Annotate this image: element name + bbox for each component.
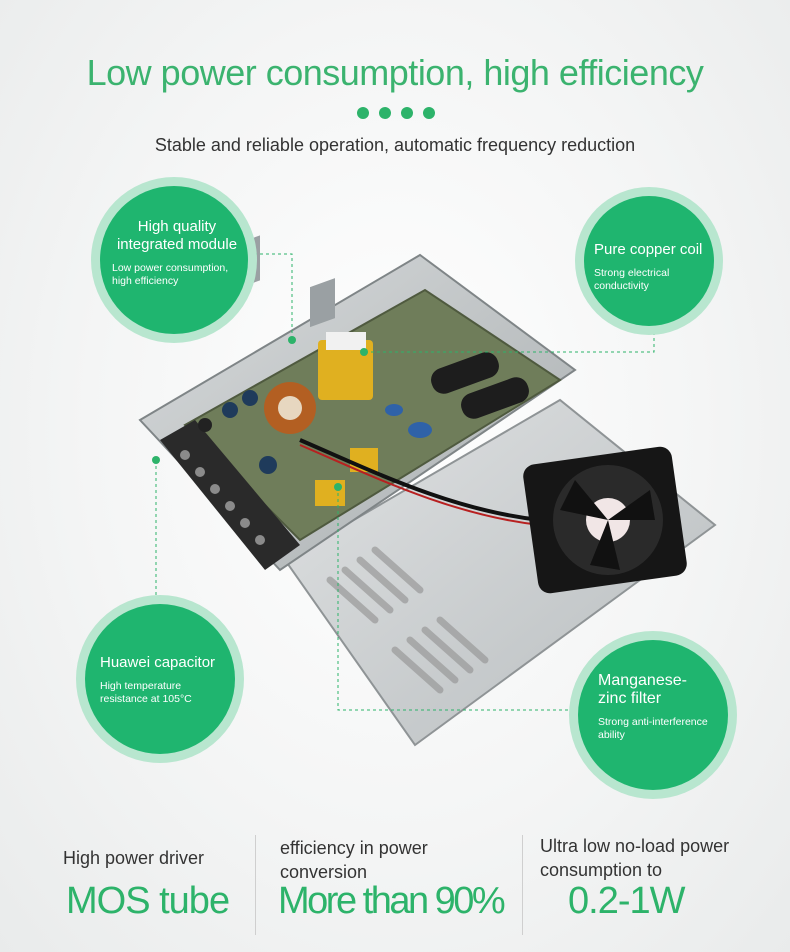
feature-bubble-capacitor: Huawei capacitor High temperature resist… <box>85 604 235 754</box>
stat-label-driver: High power driver <box>63 848 205 868</box>
feature-bubble-filter: Manganese-zinc filter Strong anti-interf… <box>578 640 728 790</box>
dot <box>401 107 413 119</box>
divider <box>522 835 523 935</box>
stat-value-driver: MOS tube <box>66 880 230 922</box>
feature-desc: Low power consumption, high efficiency <box>112 262 229 287</box>
feature-bubble-integrated-module: High quality integrated module Low power… <box>100 186 248 334</box>
stat-label-efficiency: efficiency in power conversion <box>280 838 428 882</box>
stat-value-efficiency: More than 90% <box>278 880 506 922</box>
divider <box>255 835 256 935</box>
feature-title: Huawei capacitor <box>100 654 216 671</box>
feature-title: Pure copper coil <box>594 241 703 258</box>
stat-label-noload: Ultra low no-load power consumption to <box>540 836 730 880</box>
feature-desc: High temperature resistance at 105°C <box>100 680 192 705</box>
feature-title: Manganese-zinc filter <box>598 672 687 707</box>
dot <box>357 107 369 119</box>
feature-title: High quality integrated module <box>116 218 238 253</box>
page-subtitle: Stable and reliable operation, automatic… <box>154 135 636 155</box>
decorative-dots <box>357 107 435 119</box>
dot <box>423 107 435 119</box>
feature-bubble-copper-coil: Pure copper coil Strong electrical condu… <box>584 196 714 326</box>
feature-desc: Strong electrical conductivity <box>594 267 670 292</box>
stat-value-noload: 0.2-1W <box>568 880 685 922</box>
page-title: Low power consumption, high efficiency <box>86 52 704 93</box>
feature-desc: Strong anti-interference ability <box>598 716 708 741</box>
dot <box>379 107 391 119</box>
